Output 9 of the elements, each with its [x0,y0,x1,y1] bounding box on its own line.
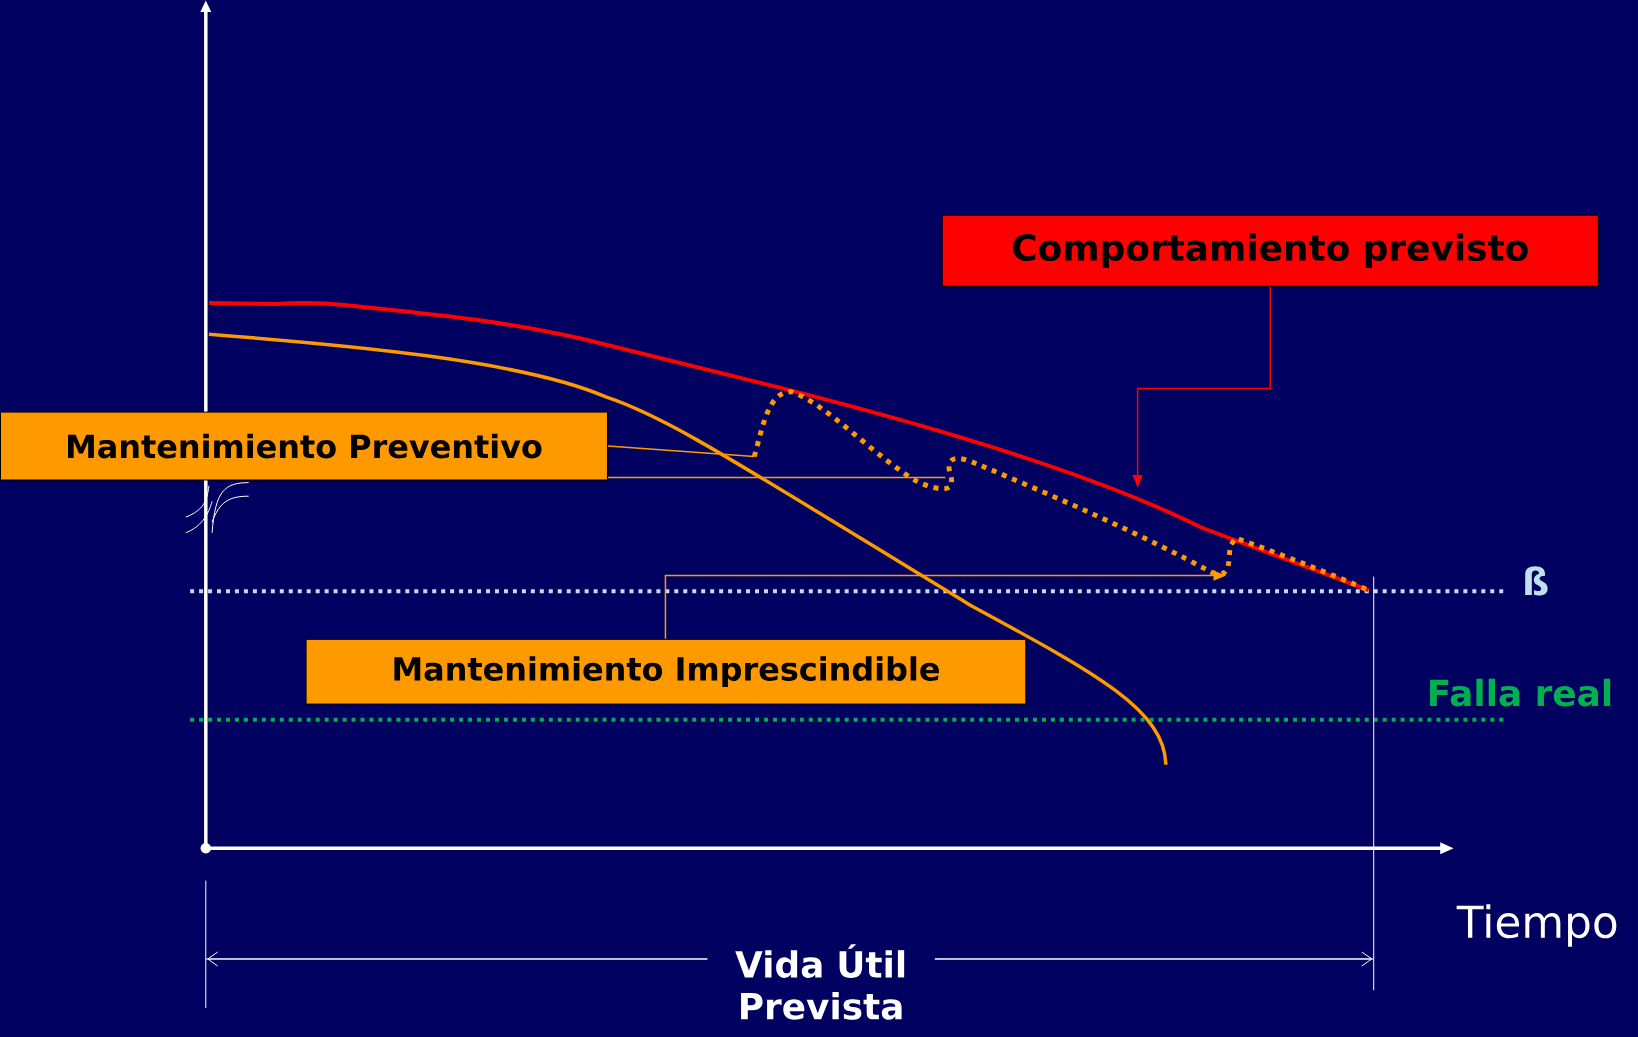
label-box: Mantenimiento Preventivo [0,411,608,481]
dimension-label: Vida Útil Prevista [707,940,935,1024]
leader-line [607,445,755,458]
beta-label: ß [1525,566,1548,596]
curve-label: Falla real [1430,678,1611,707]
label-box: Comportamiento previsto [941,214,1599,287]
leader-line [607,476,947,478]
label-box: Mantenimiento Imprescindible [305,638,1027,705]
axis-label: Tiempo [1456,904,1617,947]
